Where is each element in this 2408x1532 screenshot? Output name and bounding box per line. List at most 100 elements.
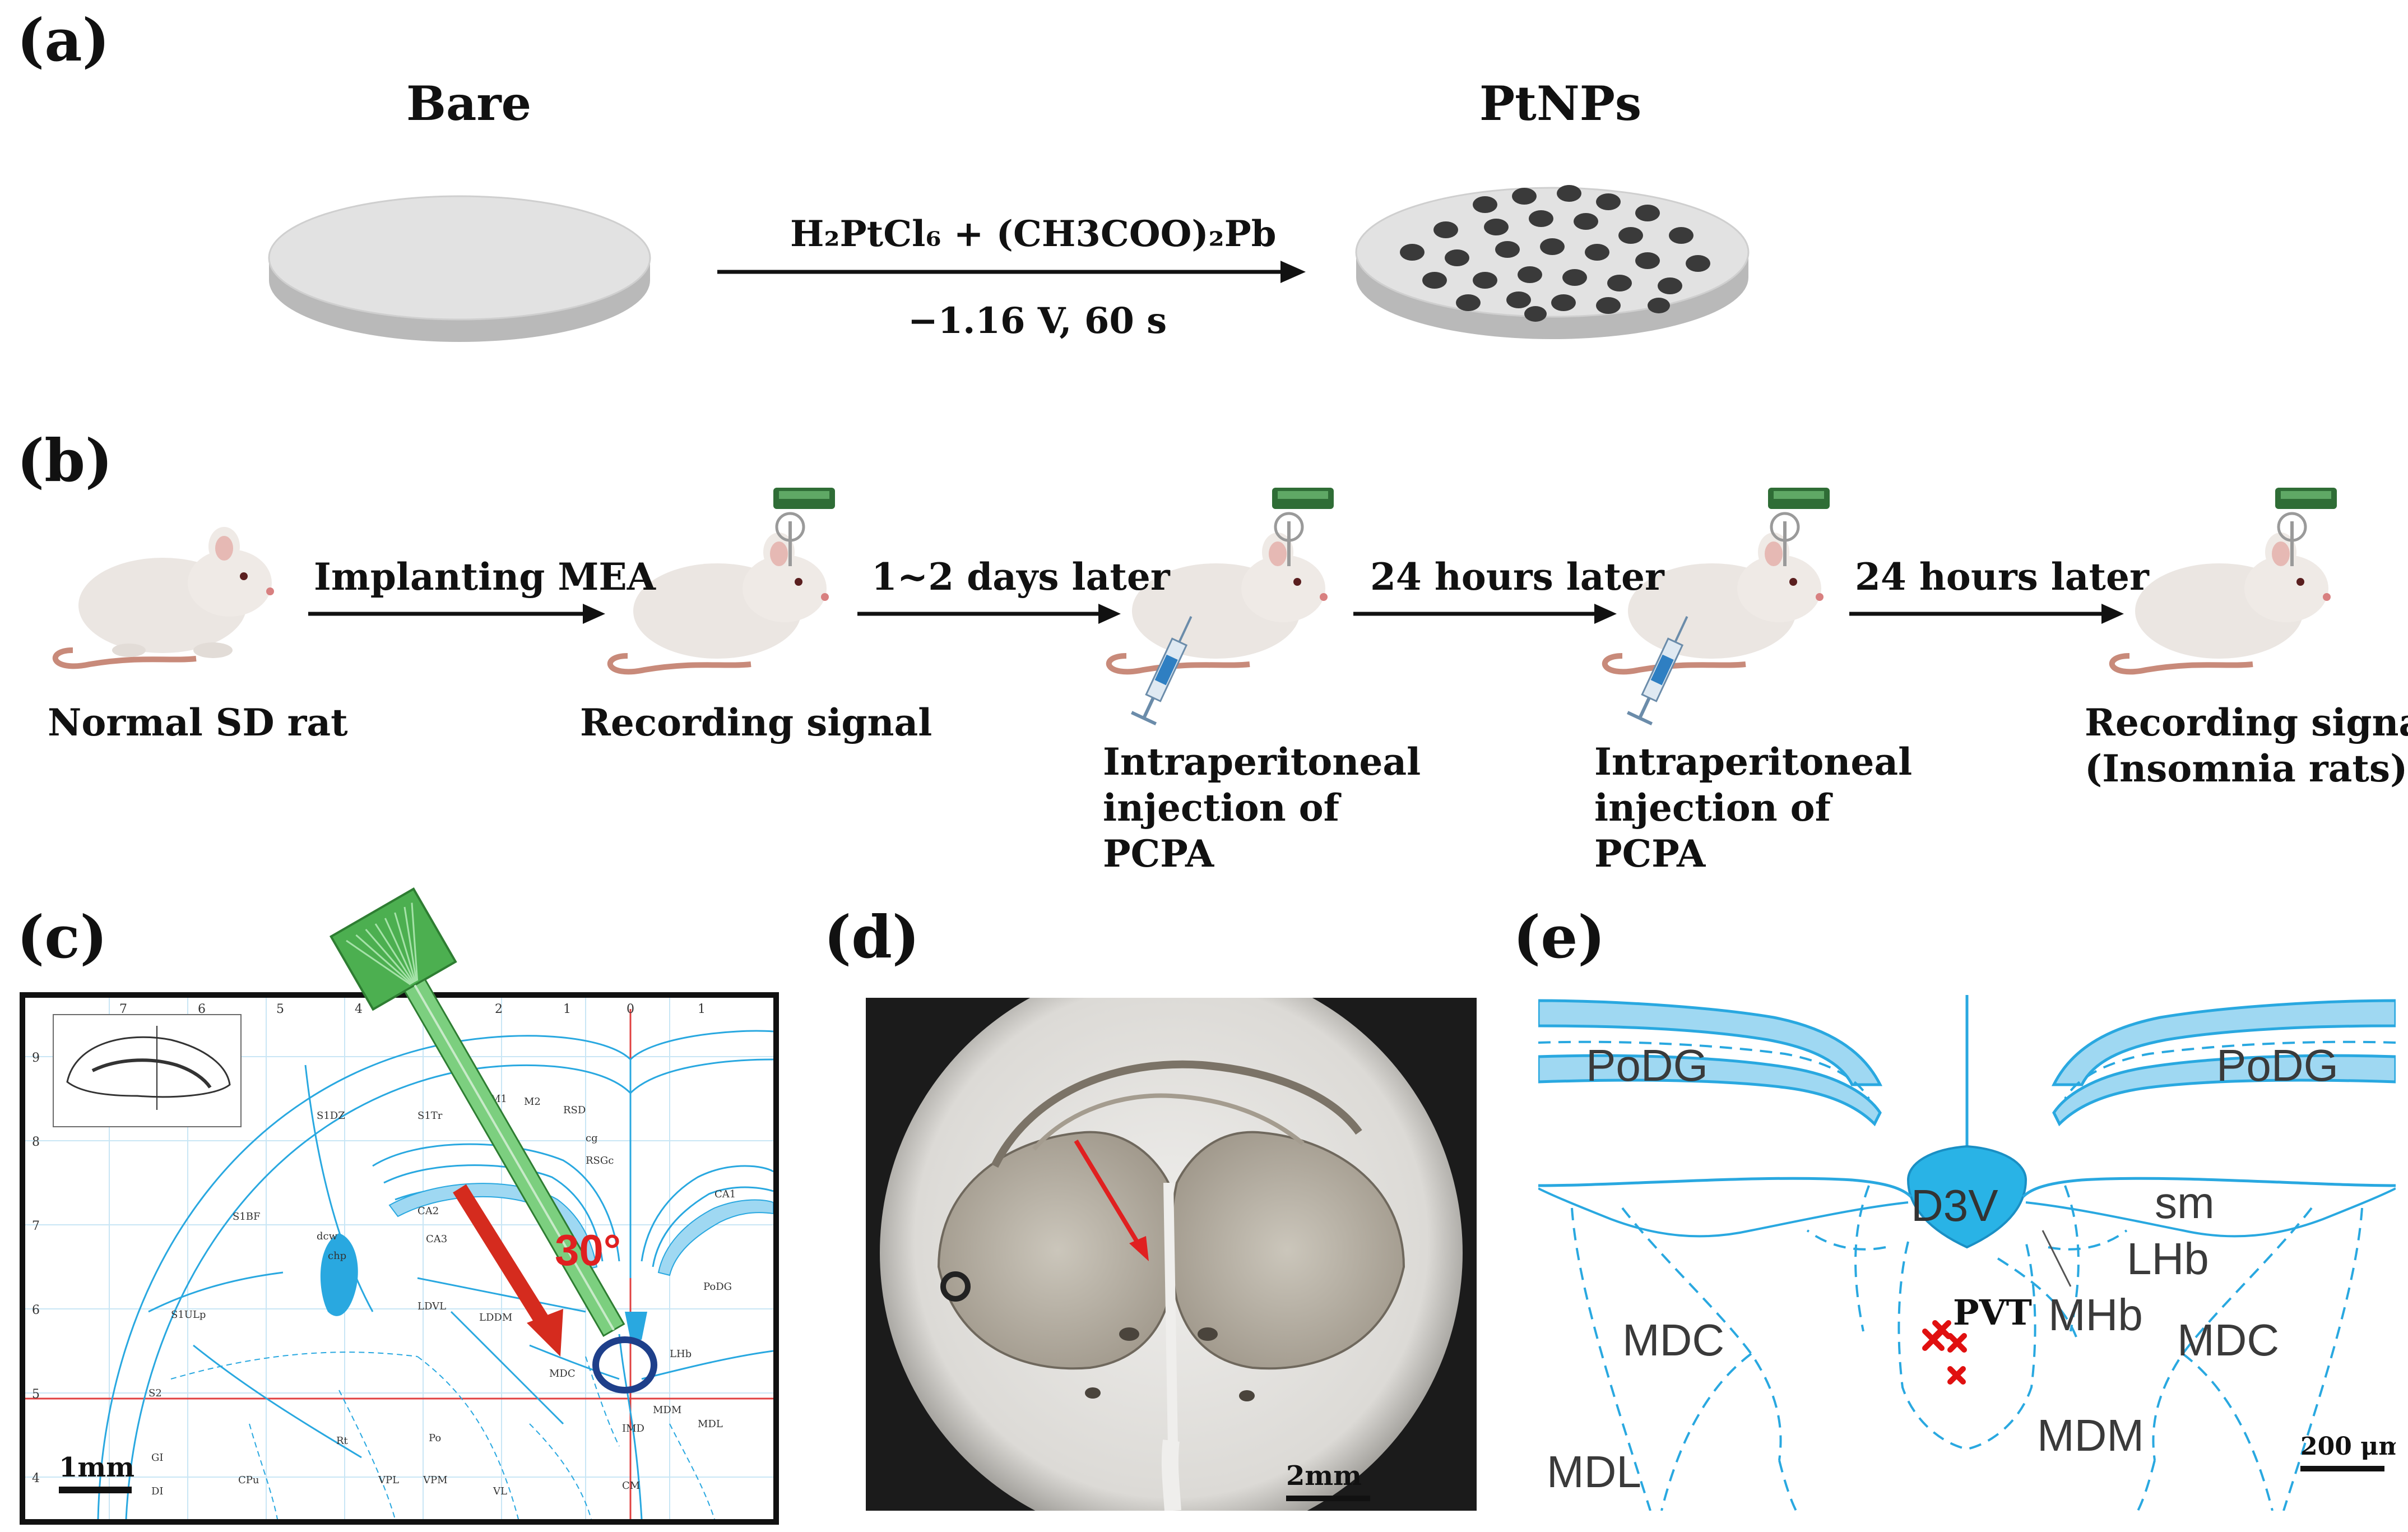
atlas-label: S2 bbox=[149, 1387, 162, 1399]
region-mhb: MHb bbox=[2048, 1290, 2143, 1340]
reaction-conditions: −1.16 V, 60 s bbox=[908, 300, 1167, 342]
caption-injection-2-line2: injection of bbox=[1594, 786, 1831, 830]
reaction-arrow bbox=[717, 261, 1306, 283]
atlas-label: S1BF bbox=[233, 1211, 261, 1223]
atlas-label: Rt bbox=[336, 1435, 348, 1447]
atlas-top-tick-0: 0 bbox=[627, 1002, 634, 1016]
atlas-label: RSGc bbox=[586, 1155, 614, 1167]
arrow-label-2: 1~2 days later bbox=[871, 555, 1170, 599]
flow-arrow-1 bbox=[308, 604, 605, 624]
scale-bar-e bbox=[2300, 1466, 2384, 1471]
atlas-label: DI bbox=[151, 1485, 164, 1497]
rat-icon-4 bbox=[1602, 488, 1830, 726]
atlas-label: IMD bbox=[622, 1423, 644, 1434]
arrow-label-3: 24 hours later bbox=[1370, 555, 1664, 599]
atlas-label: LHb bbox=[670, 1348, 692, 1360]
region-mdc-left: MDC bbox=[1622, 1315, 1725, 1365]
insertion-angle-label: 30° bbox=[555, 1225, 621, 1275]
atlas-label: MDM bbox=[653, 1404, 682, 1416]
atlas-label: MDC bbox=[549, 1368, 576, 1380]
bare-label: Bare bbox=[406, 76, 532, 131]
atlas-top-tick-4: 4 bbox=[355, 1002, 363, 1016]
target-circle bbox=[592, 1336, 657, 1394]
caption-injection-1-line2: injection of bbox=[1103, 786, 1340, 830]
mea-electrode-probe bbox=[329, 887, 625, 1337]
ptnps-electrode-disc bbox=[1355, 185, 1750, 339]
atlas-label: CA1 bbox=[714, 1188, 736, 1200]
panel-c-label: (c) bbox=[17, 902, 108, 971]
platinum-nanoparticles bbox=[1400, 185, 1710, 322]
atlas-left-tick-7: 7 bbox=[32, 1219, 40, 1233]
region-podg-left: PoDG bbox=[1586, 1040, 1708, 1090]
scale-label-c: 1mm bbox=[59, 1452, 134, 1483]
rat-icon-5 bbox=[2109, 488, 2337, 675]
brain-slice-photo: 2mm bbox=[866, 998, 1477, 1511]
caption-injection-1-line1: Intraperitoneal bbox=[1103, 740, 1421, 784]
atlas-left-tick-9: 9 bbox=[32, 1051, 40, 1065]
caption-injection-1-line3: PCPA bbox=[1103, 832, 1214, 876]
atlas-label: LDDM bbox=[479, 1312, 513, 1323]
rat-icon-1 bbox=[52, 527, 274, 669]
region-pvt: PVT bbox=[1953, 1292, 2032, 1333]
arrow-label-4: 24 hours later bbox=[1855, 555, 2149, 599]
region-d3v: D3V bbox=[1911, 1181, 1998, 1230]
reaction-reagents: H₂PtCl₆ + (CH3COO)₂Pb bbox=[790, 213, 1277, 255]
caption-normal-rat: Normal SD rat bbox=[48, 701, 348, 744]
region-mdl: MDL bbox=[1547, 1447, 1641, 1497]
atlas-left-tick-4: 4 bbox=[32, 1471, 40, 1485]
atlas-label: S1Tr bbox=[417, 1110, 443, 1122]
region-sm: sm bbox=[2155, 1178, 2215, 1228]
atlas-label: dcw bbox=[317, 1230, 338, 1242]
atlas-frame: 7 6 5 4 3 2 1 0 1 9 8 7 6 5 4 S1BF S1ULp… bbox=[20, 992, 779, 1525]
atlas-left-tick-8: 8 bbox=[32, 1135, 40, 1149]
panel-d-label: (d) bbox=[824, 902, 920, 971]
atlas-label: Po bbox=[429, 1432, 442, 1444]
scale-label-e: 200 μm bbox=[2300, 1432, 2396, 1461]
region-lhb: LHb bbox=[2127, 1234, 2209, 1284]
atlas-label: VPM bbox=[423, 1474, 448, 1486]
atlas-label: GI bbox=[151, 1452, 164, 1464]
atlas-top-tick-2: 2 bbox=[495, 1002, 503, 1016]
panel-a-label: (a) bbox=[17, 6, 110, 75]
caption-insomnia-line2: (Insomnia rats) bbox=[2085, 747, 2408, 790]
panel-b-label: (b) bbox=[17, 426, 113, 495]
scale-bar-c bbox=[59, 1487, 132, 1493]
atlas-label: MDL bbox=[698, 1418, 723, 1430]
atlas-label: VPL bbox=[378, 1474, 400, 1486]
scale-bar-d bbox=[1286, 1496, 1370, 1501]
atlas-label: CA2 bbox=[417, 1205, 439, 1217]
atlas-label: VL bbox=[493, 1485, 507, 1497]
scale-label-d: 2mm bbox=[1286, 1460, 1362, 1492]
flow-arrow-3 bbox=[1353, 604, 1617, 624]
atlas-label: LDVL bbox=[417, 1300, 447, 1312]
rat-icon-3 bbox=[1106, 488, 1334, 726]
region-mdm: MDM bbox=[2037, 1410, 2145, 1460]
atlas-panel-e: PoDG PoDG D3V sm LHb PVT MHb MDC MDC MDM… bbox=[1538, 995, 2396, 1511]
caption-injection-2-line3: PCPA bbox=[1594, 832, 1706, 876]
atlas-label: S1DZ bbox=[317, 1110, 345, 1122]
region-mdc-right: MDC bbox=[2177, 1315, 2280, 1365]
atlas-top-tick-7: 7 bbox=[119, 1002, 127, 1016]
atlas-top-tick-6: 6 bbox=[198, 1002, 206, 1016]
flow-arrow-4 bbox=[1849, 604, 2124, 624]
insertion-arrow bbox=[453, 1184, 563, 1357]
atlas-top-tick-5: 5 bbox=[276, 1002, 284, 1016]
bare-electrode-disc bbox=[268, 195, 651, 342]
atlas-left-tick-6: 6 bbox=[32, 1303, 40, 1317]
atlas-label: chp bbox=[328, 1250, 347, 1262]
caption-insomnia-line1: Recording signal bbox=[2085, 701, 2408, 744]
rat-icon-2 bbox=[607, 488, 835, 675]
atlas-label: CPu bbox=[238, 1474, 259, 1486]
flow-arrow-2 bbox=[857, 604, 1121, 624]
atlas-label: cg bbox=[586, 1132, 598, 1144]
arrow-label-1: Implanting MEA bbox=[314, 555, 656, 599]
region-podg-right: PoDG bbox=[2216, 1040, 2339, 1090]
caption-injection-2-line1: Intraperitoneal bbox=[1594, 740, 1913, 784]
atlas-label: CA3 bbox=[426, 1233, 448, 1245]
ptnps-label: PtNPs bbox=[1479, 76, 1642, 131]
atlas-top-tick-1: 1 bbox=[563, 1002, 571, 1016]
atlas-label: RSD bbox=[563, 1104, 586, 1116]
atlas-left-tick-5: 5 bbox=[32, 1387, 40, 1401]
atlas-top-tick-r1: 1 bbox=[698, 1002, 706, 1016]
atlas-label: PoDG bbox=[703, 1281, 732, 1293]
